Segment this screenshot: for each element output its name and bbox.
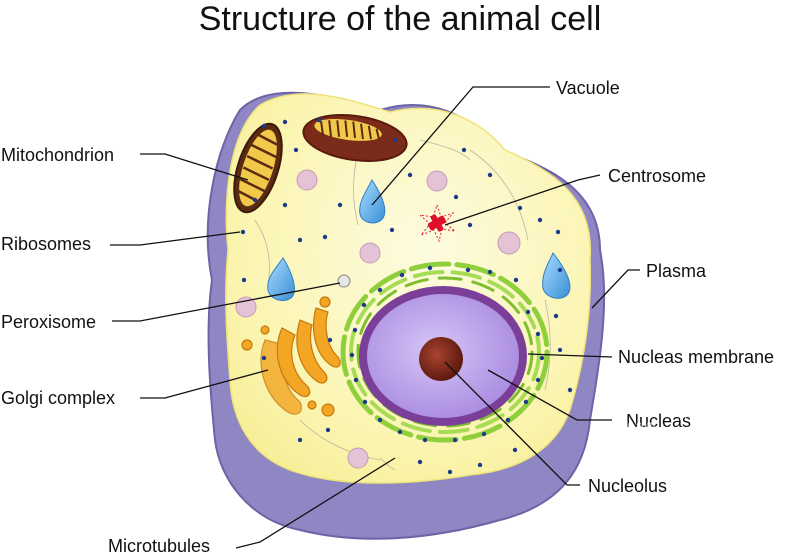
ribosome-dot (452, 437, 458, 443)
ribosome-dot (297, 237, 303, 243)
ribosome-dot (535, 377, 541, 383)
ribosome-dot (447, 469, 453, 475)
label-ribosomes: Ribosomes (1, 234, 91, 254)
ribosome-dot (282, 202, 288, 208)
nucleus (359, 286, 527, 426)
ribosome-dot (525, 309, 531, 315)
peroxisome (337, 274, 351, 288)
ribosome-dot (261, 123, 267, 129)
label-microtubules: Microtubules (108, 536, 210, 555)
ribosome-dot (316, 117, 322, 123)
ribosome-dot (487, 172, 493, 178)
mitochondrion-left (233, 122, 283, 214)
ribosome-dot (337, 202, 343, 208)
centrosome (418, 203, 457, 243)
ribosome-dot (327, 337, 333, 343)
label-nucleus: Nucleas (626, 411, 691, 431)
ribosome-dot (293, 147, 299, 153)
ribosome-dot (417, 459, 423, 465)
ribosome-dot (535, 331, 541, 337)
endoplasmic-reticulum (340, 261, 550, 443)
ribosome-dots (240, 117, 573, 475)
leader-lines (110, 86, 640, 549)
vacuole-main (359, 179, 386, 224)
ribosome-dot (553, 313, 559, 319)
leader-vacuole (371, 86, 550, 206)
ribosome-dot (353, 377, 359, 383)
ribosome-dot (427, 265, 433, 271)
leader-nucleus (487, 369, 612, 421)
label-mitochondrion: Mitochondrion (1, 145, 114, 165)
ribosome-dot (467, 222, 473, 228)
ribosome-dot (557, 267, 563, 273)
ribosome-dot (240, 229, 246, 235)
leader-peroxisome (112, 282, 341, 322)
vacuoles (267, 179, 571, 301)
ribosome-dot (389, 227, 395, 233)
label-nucleolus: Nucleolus (588, 476, 667, 496)
ribosome-dot (241, 277, 247, 283)
ribosome-dot (377, 287, 383, 293)
ribosome-dot (465, 267, 471, 273)
diagram-title: Structure of the animal cell (199, 0, 602, 38)
leader-microtubules (235, 457, 396, 549)
ribosome-dot (539, 355, 545, 361)
labels: Vacuole Centrosome Plasma Nucleas membra… (1, 78, 774, 555)
ribosome-dot (392, 137, 398, 143)
leader-centrosome (444, 174, 601, 226)
ribosome-dot (461, 147, 467, 153)
ribosome-dot (282, 119, 288, 125)
ribosome-dot (512, 447, 518, 453)
ribosome-dot (252, 197, 258, 203)
leader-mitochondrion (140, 153, 249, 181)
label-peroxisome: Peroxisome (1, 312, 96, 332)
watermark-logo: VCG (594, 408, 616, 419)
ribosome-dot (297, 437, 303, 443)
label-plasma: Plasma (646, 261, 707, 281)
ribosome-dot (537, 217, 543, 223)
ribosome-dot (352, 327, 358, 333)
leader-nucleus-membrane (527, 353, 613, 358)
mitochondrion-top (302, 114, 408, 162)
watermark-id: VCG211236172058 (678, 413, 766, 424)
leader-nucleolus (444, 361, 580, 486)
ribosome-dot (422, 437, 428, 443)
nucleolus (419, 337, 463, 381)
ribosome-dot (505, 417, 511, 423)
watermark: VCG www.vcg.com VCG211236172058 (593, 408, 766, 431)
ribosome-dot (487, 269, 493, 275)
ribosome-dot (361, 302, 367, 308)
ribosome-dot (555, 229, 561, 235)
leader-plasma (591, 269, 640, 309)
ribosome-dot (362, 399, 368, 405)
label-centrosome: Centrosome (608, 166, 706, 186)
ribosome-dot (377, 417, 383, 423)
ribosome-dot (349, 352, 355, 358)
ribosome-dot (325, 427, 331, 433)
ribosome-dot (567, 387, 573, 393)
ribosome-dot (517, 205, 523, 211)
leader-ribosomes (110, 231, 241, 246)
watermark-url: www.vcg.com (593, 420, 655, 431)
label-vacuole: Vacuole (556, 78, 620, 98)
ribosome-dot (513, 277, 519, 283)
ribosome-dot (481, 431, 487, 437)
label-nucleus-membrane: Nucleas membrane (618, 347, 774, 367)
ribosome-dot (261, 355, 267, 361)
vesicles (235, 169, 521, 469)
ribosome-dot (477, 462, 483, 468)
leader-golgi (140, 369, 269, 399)
ribosome-dot (399, 272, 405, 278)
ribosome-dot (397, 429, 403, 435)
ribosome-dot (523, 399, 529, 405)
ribosome-dot (557, 347, 563, 353)
golgi-complex (241, 296, 341, 417)
ribosome-dot (322, 234, 328, 240)
ribosome-dot (453, 194, 459, 200)
ribosome-dot (407, 172, 413, 178)
label-golgi: Golgi complex (1, 388, 115, 408)
